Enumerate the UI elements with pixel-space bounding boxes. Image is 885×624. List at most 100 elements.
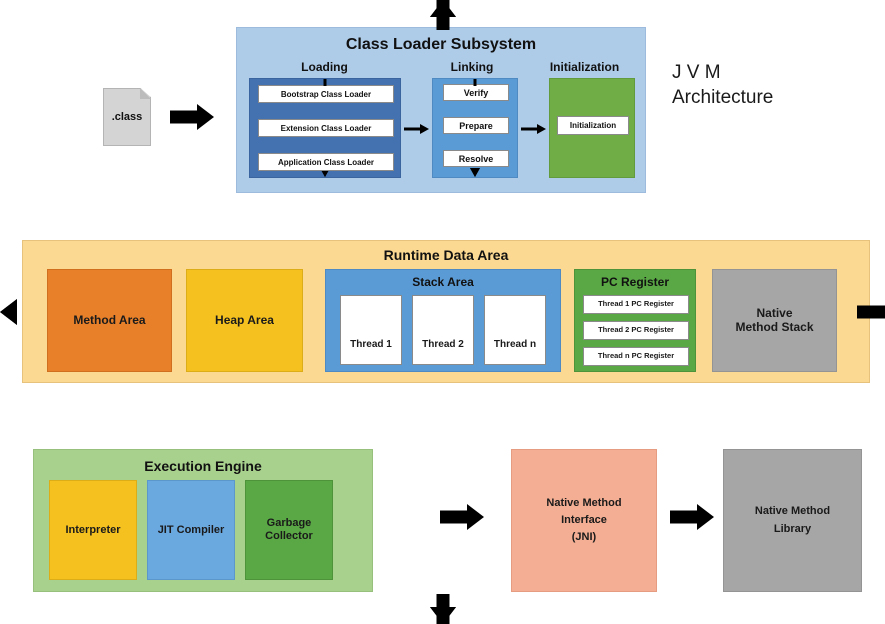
garbage-collector-line-1: Garbage (266, 517, 312, 530)
initialization-column: Initialization (549, 78, 635, 178)
interpreter-label: Interpreter (65, 523, 121, 536)
thread-label: Thread 2 (422, 338, 464, 350)
initialization-label: Initialization (569, 121, 617, 130)
arrow-execengine-down-icon (0, 0, 456, 624)
native-method-stack-box[interactable]: Native Method Stack (712, 269, 837, 372)
method-area-label: Method Area (73, 312, 146, 327)
pc-register-row-label: Thread 2 PC Register (598, 325, 674, 335)
arrow-head (320, 168, 330, 177)
pc-register-row[interactable]: Thread n PC Register (583, 347, 689, 366)
native-method-stack-line-1: Native (756, 305, 793, 320)
native-method-interface-line-1: Native Method (546, 496, 622, 509)
pc-register-row-label: Thread n PC Register (597, 351, 675, 361)
pc-register-row-label: Thread 1 PC Register (598, 299, 674, 309)
arrow-linking-to-initialization-icon (521, 123, 546, 134)
execution-engine-panel: Execution Engine Interpreter JIT Compile… (33, 449, 373, 592)
heap-area-label: Heap Area (215, 312, 274, 327)
pc-register-row[interactable]: Thread 1 PC Register (583, 295, 689, 314)
method-area-box[interactable]: Method Area (47, 269, 172, 372)
native-method-interface-line-3: (JNI) (571, 531, 597, 544)
arrow-shaft (857, 305, 885, 319)
garbage-collector-box[interactable]: Garbage Collector (245, 480, 333, 580)
class-loader-subsystem-title: Class Loader Subsystem (345, 36, 537, 53)
arrow-extension-to-application-icon (250, 79, 330, 177)
arrow-shaft (473, 79, 477, 86)
arrow-head (470, 168, 480, 177)
arrow-head (467, 504, 484, 530)
arrow-library-to-jni-icon (0, 299, 885, 328)
extension-class-loader-label: Extension Class Loader (280, 123, 372, 133)
stack-area-title: Stack Area (412, 275, 474, 289)
thread-box[interactable]: Thread 2 (412, 295, 474, 365)
class-file-label: .class (111, 111, 143, 123)
initialization-heading: Initialization (549, 60, 620, 74)
arrow-classloader-down-icon (0, 0, 456, 624)
resolve-label: Resolve (458, 153, 494, 164)
diagram-title-line-1: J V M (672, 62, 721, 83)
verify-box[interactable]: Verify (443, 84, 509, 101)
heap-area-box[interactable]: Heap Area (186, 269, 303, 372)
thread-label: Thread 1 (350, 338, 392, 350)
loading-column: Bootstrap Class Loader Extension Class L… (249, 78, 401, 178)
runtime-data-area-title: Runtime Data Area (383, 247, 509, 263)
native-method-interface-line-2: Interface (561, 513, 607, 526)
resolve-box[interactable]: Resolve (443, 150, 509, 167)
native-method-library-line-1: Native Method (754, 504, 831, 517)
arrow-jni-up-icon (0, 0, 456, 624)
interpreter-box[interactable]: Interpreter (49, 480, 137, 580)
loading-heading: Loading (301, 60, 348, 74)
diagram-title: J V M Architecture (672, 60, 862, 110)
arrow-shaft (323, 79, 327, 86)
application-class-loader-label: Application Class Loader (277, 157, 375, 167)
application-class-loader-box[interactable]: Application Class Loader (258, 153, 394, 171)
stack-area-box: Stack Area Thread 1 Thread 2 Thread n (325, 269, 561, 372)
arrow-head (537, 123, 546, 134)
linking-column: Verify Prepare Resolve (432, 78, 518, 178)
class-loader-subsystem-panel: Class Loader Subsystem Loading Linking I… (236, 27, 646, 193)
arrow-head (429, 607, 456, 624)
arrow-shaft (670, 510, 698, 524)
arrow-head (697, 504, 714, 530)
extension-class-loader-box[interactable]: Extension Class Loader (258, 119, 394, 137)
arrow-classloader-up-icon (0, 0, 456, 624)
arrow-jni-to-library-icon (670, 504, 714, 530)
thread-box[interactable]: Thread n (484, 295, 546, 365)
prepare-box[interactable]: Prepare (443, 117, 509, 134)
pc-register-row[interactable]: Thread 2 PC Register (583, 321, 689, 340)
bootstrap-class-loader-label: Bootstrap Class Loader (280, 89, 372, 99)
pc-register-title: PC Register (600, 275, 670, 289)
bootstrap-class-loader-box[interactable]: Bootstrap Class Loader (258, 85, 394, 103)
arrow-prepare-to-resolve-icon (433, 79, 480, 177)
execution-engine-title: Execution Engine (144, 458, 262, 474)
diagram-title-line-2: Architecture (672, 87, 774, 109)
prepare-label: Prepare (459, 120, 493, 131)
arrow-head (420, 123, 429, 134)
arrow-shaft (521, 127, 537, 130)
jit-compiler-label: JIT Compiler (157, 523, 225, 536)
jit-compiler-box[interactable]: JIT Compiler (147, 480, 235, 580)
native-method-library-line-2: Library (773, 522, 812, 535)
native-method-stack-line-2: Method Stack (735, 319, 814, 334)
arrow-shaft (170, 110, 198, 124)
initialization-box[interactable]: Initialization (557, 116, 629, 135)
garbage-collector-line-2: Collector (265, 530, 313, 542)
arrow-jni-down-icon (0, 0, 456, 624)
arrow-execengine-up-icon (0, 0, 456, 624)
arrow-classfile-to-classloader-icon (170, 104, 214, 130)
arrow-shaft (440, 510, 468, 524)
arrow-loading-to-linking-icon (404, 123, 429, 134)
arrow-shaft (404, 127, 420, 130)
native-method-library-box[interactable]: Native Method Library (723, 449, 862, 592)
arrow-execengine-to-jni-icon (440, 504, 484, 530)
native-method-interface-box[interactable]: Native Method Interface (JNI) (511, 449, 657, 592)
pc-register-box: PC Register Thread 1 PC Register Thread … (574, 269, 696, 372)
arrow-head (0, 299, 17, 325)
arrow-head (197, 104, 214, 130)
class-file-fold-icon (140, 88, 151, 99)
thread-label: Thread n (493, 338, 537, 350)
verify-label: Verify (463, 87, 489, 98)
runtime-data-area-panel: Runtime Data Area Method Area Heap Area … (22, 240, 870, 383)
linking-heading: Linking (450, 60, 494, 74)
thread-box[interactable]: Thread 1 (340, 295, 402, 365)
